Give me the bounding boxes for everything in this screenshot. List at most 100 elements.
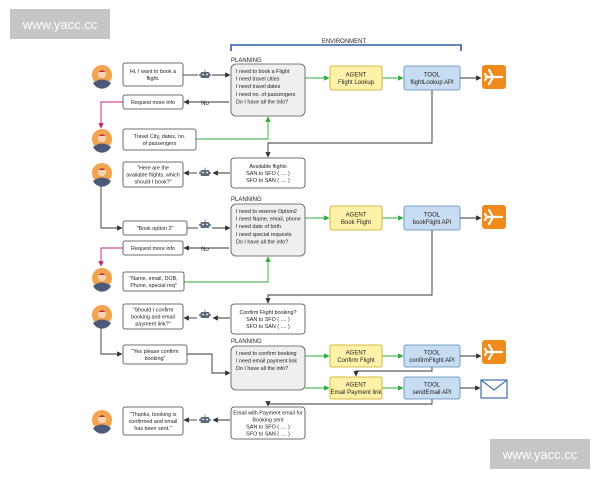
robot-icon — [199, 219, 211, 228]
planning-label: PLANNING — [231, 58, 262, 64]
assistant-message-box-text-line: confirmed and email — [129, 419, 178, 425]
watermark-bottom-right: www.yacc.cc — [490, 439, 590, 469]
robot-eye — [202, 73, 204, 76]
avatar-hair — [97, 168, 107, 172]
planning-box-text-line: I need Name, email, phone — [236, 217, 301, 223]
avatar-hair — [97, 134, 107, 138]
agent-box-frame — [329, 376, 383, 400]
tool-box-frame — [403, 344, 461, 368]
tool-box-text: TOOL confirmFlight API — [409, 350, 455, 364]
result-box-text: Confirm Flight booking?SAN to SFO ( ....… — [240, 310, 297, 330]
user-message-box-text-line: of passengers — [143, 141, 177, 147]
user-message-box-text: "Book option 2" — [137, 226, 174, 232]
planning-box-text-line: I need travel cities — [236, 77, 280, 83]
tool-box: TOOL confirmFlight API — [403, 344, 461, 368]
assistant-message-box: Request more info — [122, 94, 184, 110]
tool-box-frame — [403, 205, 461, 231]
planning-box-text: I need to reserve Option2 I need Name, em… — [236, 209, 301, 245]
airplane-icon — [482, 65, 506, 89]
result-box-text-line: Confirm Flight booking? — [240, 310, 297, 316]
user-avatar-icon — [92, 65, 112, 89]
robot-eye — [206, 418, 208, 421]
planning-box-text-line: I need to book a Flight — [236, 69, 290, 75]
connector — [353, 367, 433, 377]
connector — [265, 399, 433, 407]
assistant-message-box-text-line: has been sent." — [134, 426, 171, 432]
assistant-message-box-frame — [122, 303, 184, 330]
tool-box-text-line: flightLookup API — [410, 80, 454, 86]
result-box-frame — [230, 406, 306, 440]
user-message-box-text-line: "Yes please confirm — [131, 349, 179, 355]
user-message-box-text-line: "Book option 2" — [137, 226, 174, 232]
user-message-box-text-line: Phone, special req" — [130, 283, 177, 289]
agent-box-frame — [329, 205, 383, 231]
robot-icon — [199, 69, 211, 78]
planning-box-text-line: I need to reserve Option2 — [236, 209, 297, 215]
connector — [184, 256, 271, 283]
avatar-shirt — [93, 177, 111, 187]
airplane-shape — [483, 208, 504, 226]
planning-box-text-line: I need date of birth — [236, 224, 281, 230]
agent-box-frame — [329, 344, 383, 368]
assistant-message-box-text-line: booking and email — [131, 314, 175, 320]
agent-box: AGENT Book Flight — [329, 205, 383, 231]
user-message-box-text: "Name, email, DOB,Phone, special req" — [129, 276, 178, 289]
agent-box-text-line: Email Payment link — [330, 390, 382, 396]
result-box-frame — [230, 157, 306, 189]
planning-box-text-line: I need to confirm booking — [236, 351, 297, 357]
assistant-message-box-text-line: "Should I confirm — [133, 307, 174, 313]
assistant-message-box-text-line: Request more info — [131, 100, 175, 106]
robot-eye — [206, 171, 208, 174]
tool-box-frame — [403, 65, 461, 91]
no-label: No — [201, 101, 209, 107]
user-message-box-text: Travel City, dates, no.of passengers — [134, 134, 186, 147]
environment-label: ENVIRONMENT — [322, 39, 367, 45]
agent-box-text-line: Book Flight — [341, 220, 371, 226]
planning-box-text-line: Do I have all the info? — [236, 239, 288, 245]
assistant-message-box-frame — [122, 240, 184, 256]
planning-box-text-line: I need email payment link — [236, 359, 297, 365]
user-message-box-frame — [122, 128, 197, 151]
planning-box-text-line: Do I have all the info? — [236, 99, 288, 105]
user-message-box: "Book option 2" — [122, 220, 188, 236]
user-avatar-icon — [92, 410, 112, 434]
agent-box-text-line: AGENT — [346, 212, 367, 218]
connector — [196, 116, 271, 140]
planning-box-text-line: I need travel dates — [236, 84, 281, 90]
tool-box-text-line: confirmFlight API — [409, 358, 455, 364]
envelope-icon — [480, 379, 508, 399]
tool-box-text-line: TOOL — [424, 350, 441, 356]
agent-box-text-line: Confirm Flight — [337, 358, 375, 364]
robot-eye — [202, 223, 204, 226]
user-message-box-frame — [122, 220, 188, 236]
assistant-message-box-text: Request more info — [131, 100, 175, 106]
planning-box-frame — [230, 345, 306, 391]
assistant-message-box-text-line: "Here are the — [137, 165, 169, 171]
planning-box-text-line: I need no. of passengers — [236, 92, 296, 98]
airplane-shape — [483, 68, 504, 86]
assistant-message-box-text: Request more info — [131, 246, 175, 252]
avatar-shirt — [93, 319, 111, 329]
planning-box: I need to reserve Option2 I need Name, em… — [230, 203, 306, 257]
airplane-icon — [482, 205, 506, 229]
agent-box-text: AGENT Book Flight — [341, 212, 371, 226]
assistant-message-box-text-line: "Thanks, booking is — [130, 412, 177, 418]
user-message-box-frame — [122, 344, 188, 365]
agent-box-frame — [329, 65, 383, 91]
tool-box-text-line: bookFlight API — [413, 220, 452, 226]
planning-label: PLANNING — [231, 197, 262, 203]
user-message-box: Travel City, dates, no.of passengers — [122, 128, 197, 151]
